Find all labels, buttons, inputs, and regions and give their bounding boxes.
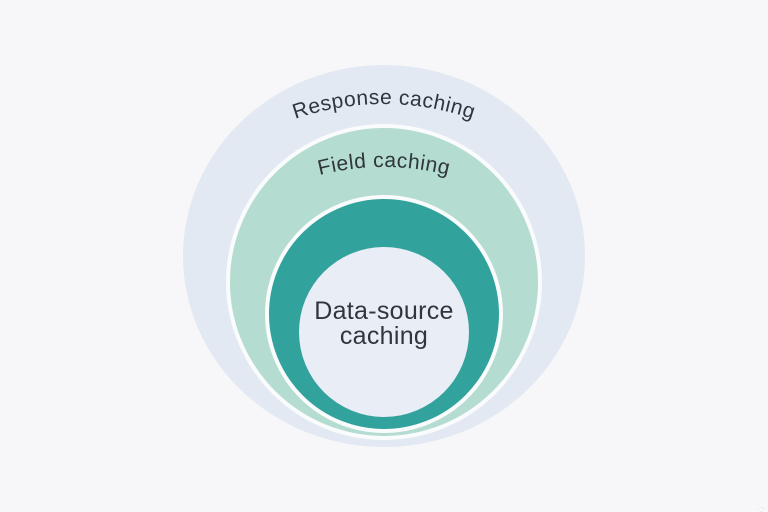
inner-circle-fill [299,247,469,417]
corner-artifact [761,507,762,508]
inner-circle-label-line1: Data-source [314,297,453,325]
inner-circle-label-line2: caching [340,322,428,350]
